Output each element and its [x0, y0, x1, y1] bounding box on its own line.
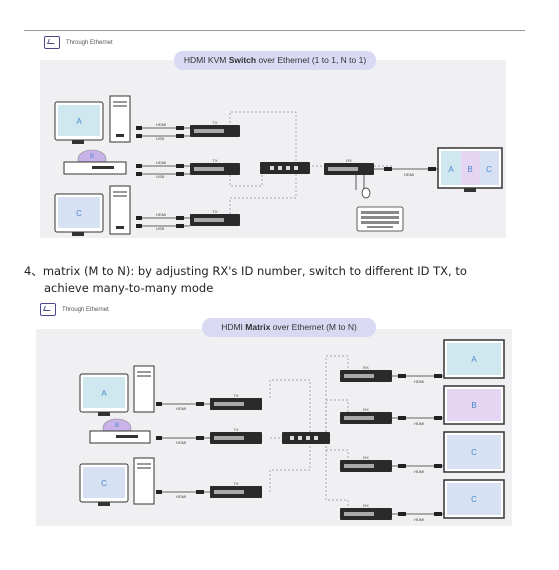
cable-label-hdmi: HDMI — [176, 440, 186, 445]
tx-unit-3 — [190, 214, 240, 226]
matrix-source-a-label: A — [101, 389, 107, 398]
cable-label-hdmi: HDMI — [414, 379, 424, 384]
cable-label-hdmi: HDMI — [156, 160, 166, 165]
display-section-c: C — [486, 165, 492, 174]
matrix-dvd-player-b — [89, 418, 151, 444]
matrix-diagram-title: HDMI Matrix over Ethernet (M to N) — [202, 318, 376, 337]
source-c-label: C — [76, 209, 82, 218]
matrix-computer-a — [79, 365, 155, 416]
matrix-display-4 — [443, 479, 505, 519]
rx-label: RX — [363, 503, 369, 508]
cable-label-hdmi: HDMI — [156, 212, 166, 217]
computer-c — [54, 185, 131, 236]
brand-text-bottom: Through Ethernet — [62, 306, 109, 313]
brand-logo-icon — [44, 36, 60, 49]
cable-label-hdmi: HDMI — [176, 494, 186, 499]
matrix-rx-unit-3 — [340, 460, 392, 472]
heading-line-2: achieve many-to-many mode — [44, 281, 214, 295]
matrix-rx-unit-2 — [340, 412, 392, 424]
cable-label-usb: USB — [156, 136, 165, 141]
display-tv — [437, 147, 503, 192]
cable-label-hdmi: HDMI — [414, 517, 424, 522]
kvm-network-lines — [229, 111, 394, 222]
display-section-b: B — [467, 165, 472, 174]
cable-label-hdmi: HDMI — [414, 469, 424, 474]
computer-a — [54, 95, 131, 144]
source-a-label: A — [76, 117, 82, 126]
matrix-tx-unit-2 — [210, 432, 262, 444]
matrix-source-c-label: C — [101, 479, 107, 488]
rx-label: RX — [346, 158, 352, 163]
cable-label-hdmi: HDMI — [414, 421, 424, 426]
tx-label: TX — [212, 120, 217, 125]
brand-logo-icon — [40, 303, 56, 316]
cable-label-hdmi: HDMI — [156, 122, 166, 127]
tx-unit-1 — [190, 125, 240, 137]
cable-label-usb: USB — [156, 226, 165, 231]
heading-line-1: 4、matrix (M to N): by adjusting RX's ID … — [24, 264, 467, 278]
matrix-display-1-label: A — [471, 355, 477, 364]
brand-top: Through Ethernet — [44, 36, 113, 49]
network-switch — [260, 162, 310, 174]
matrix-network-switch — [282, 432, 330, 444]
matrix-rx-unit-4 — [340, 508, 392, 520]
matrix-display-1 — [443, 339, 505, 379]
dvd-player-b — [63, 149, 127, 175]
tx-label: TX — [233, 427, 238, 432]
matrix-source-cables — [158, 403, 210, 493]
tx-label: TX — [233, 393, 238, 398]
matrix-display-4-label: C — [471, 495, 477, 504]
matrix-display-2 — [443, 385, 505, 425]
rx-label: RX — [363, 455, 369, 460]
matrix-display-3-label: C — [471, 448, 477, 457]
display-section-a: A — [448, 165, 454, 174]
kvm-diagram-title: HDMI KVM Switch over Ethernet (1 to 1, N… — [174, 51, 376, 70]
matrix-tx-unit-1 — [210, 398, 262, 410]
rx-unit — [324, 163, 374, 175]
brand-bottom: Through Ethernet — [40, 303, 109, 316]
rx-label: RX — [363, 407, 369, 412]
cable-label-usb: USB — [156, 174, 165, 179]
matrix-tx-unit-3 — [210, 486, 262, 498]
matrix-display-3 — [443, 431, 505, 473]
matrix-display-2-label: B — [471, 401, 476, 410]
rx-label: RX — [363, 365, 369, 370]
tx-unit-2 — [190, 163, 240, 175]
top-divider — [24, 30, 525, 31]
cable-label-hdmi: HDMI — [176, 406, 186, 411]
keyboard-keys — [361, 211, 399, 228]
source-b-label: B — [90, 154, 94, 160]
matrix-source-b-label: B — [115, 423, 119, 429]
tx-label: TX — [212, 158, 217, 163]
matrix-computer-c — [79, 457, 155, 506]
tx-label: TX — [212, 209, 217, 214]
cable-label-hdmi: HDMI — [404, 172, 414, 177]
matrix-rx-unit-1 — [340, 370, 392, 382]
matrix-display-cables — [392, 375, 444, 515]
section-heading: 4、matrix (M to N): by adjusting RX's ID … — [24, 263, 524, 297]
kvm-cable-plugs — [136, 126, 184, 228]
tx-label: TX — [233, 481, 238, 486]
brand-text-top: Through Ethernet — [66, 39, 113, 46]
